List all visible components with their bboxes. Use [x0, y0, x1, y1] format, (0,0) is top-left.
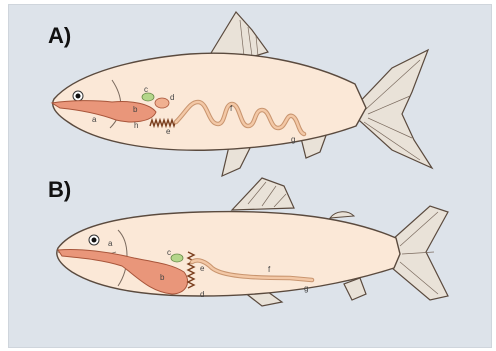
fish-b-adipose-fin: [330, 212, 354, 218]
fish-b-gallbladder: [171, 254, 183, 262]
fish-a-label-a: a: [92, 115, 97, 124]
panel-a-label: A): [48, 23, 71, 48]
fish-a-dorsal-fin: [208, 12, 268, 58]
fish-a-label-g: g: [291, 135, 295, 144]
fish-a-label-e: e: [166, 127, 171, 136]
fish-a-label-c: c: [144, 85, 148, 94]
fish-a-label-d: d: [170, 93, 174, 102]
fish-b-label-e: e: [200, 264, 205, 273]
fish-a-liver: [155, 98, 169, 108]
fish-a-gallbladder: [142, 93, 154, 101]
fish-b-label-a: a: [108, 239, 113, 248]
fish-b-label-b: b: [160, 273, 165, 282]
panel-b-label: B): [48, 177, 71, 202]
panel-a: A) a b c d e f g h: [48, 12, 432, 176]
fish-a-label-b: b: [133, 105, 138, 114]
panel-b: B) a b c d e f g: [48, 177, 448, 306]
fish-a-label-h: h: [134, 121, 138, 130]
fish-b-label-g: g: [304, 284, 308, 293]
fish-b-label-c: c: [167, 248, 171, 257]
fish-b-dorsal-fin: [232, 178, 294, 210]
fish-b-label-d: d: [200, 290, 204, 299]
